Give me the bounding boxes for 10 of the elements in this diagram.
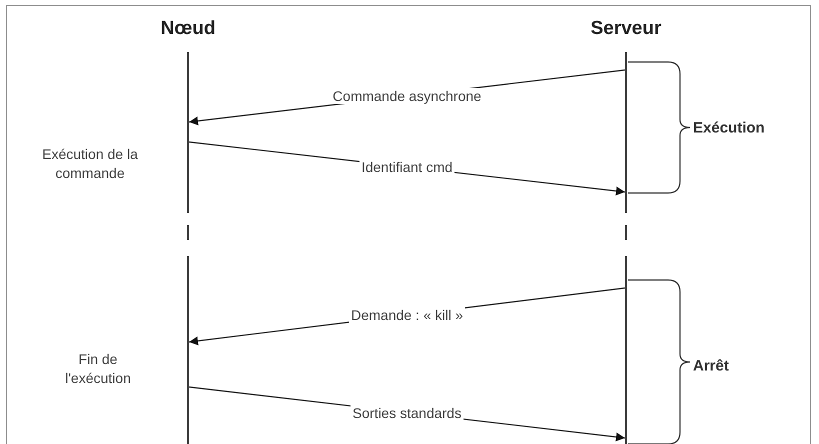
phase-label: Arrêt	[693, 358, 729, 374]
phase-label: Exécution	[693, 120, 765, 136]
participant-name: Serveur	[590, 18, 662, 40]
step-note: Exécution de la commande	[41, 145, 139, 183]
edge-label: Sorties standards	[350, 404, 464, 420]
edge-label: Demande : « kill »	[348, 307, 466, 323]
edge-label: Commande asynchrone	[330, 88, 484, 104]
edge-label: Identifiant cmd	[359, 159, 455, 175]
participant-name: Nœud	[160, 18, 216, 40]
step-note: Fin de l'exécution	[64, 350, 132, 388]
